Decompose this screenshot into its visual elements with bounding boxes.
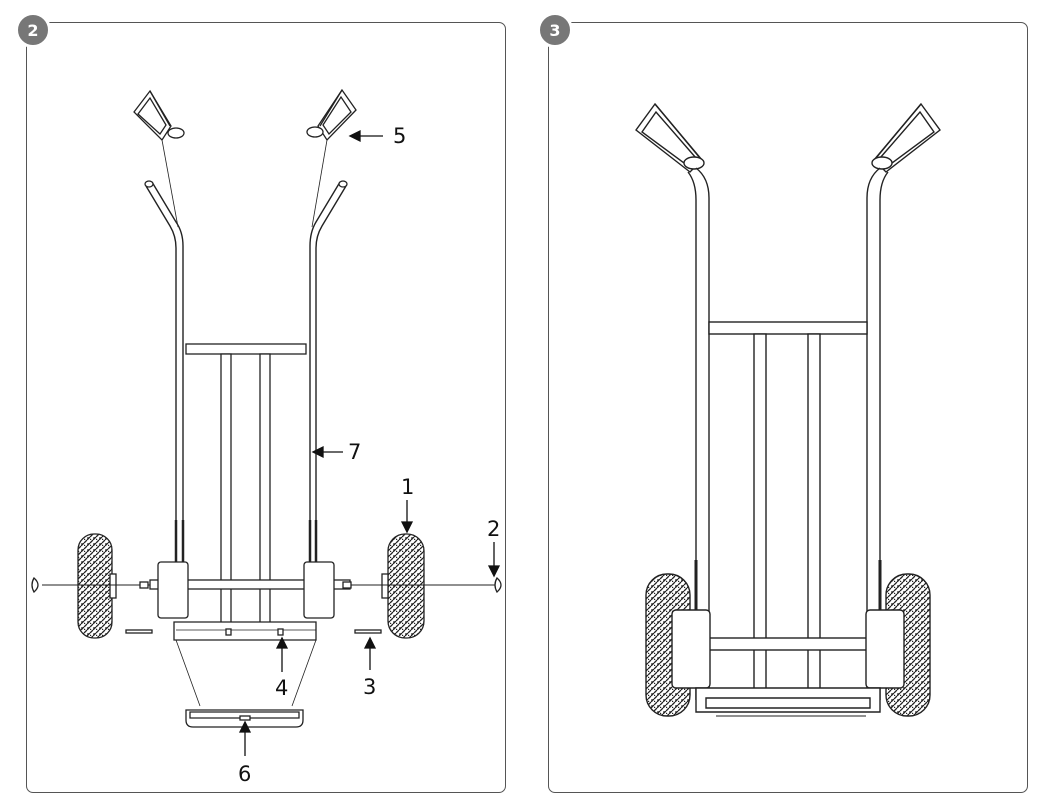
toe-plate [185, 709, 304, 728]
callout-6-label: 6 [238, 762, 251, 786]
step-2-callout-arrows [238, 129, 501, 756]
step-3-assembled-trolley [635, 102, 941, 717]
step-2-callout-labels: 5 7 1 2 3 4 6 [238, 124, 500, 786]
step-2-exploded-trolley [31, 88, 502, 728]
step-2-badge: 2 [15, 12, 51, 48]
assembled-right-grip [871, 102, 941, 173]
right-wheel [381, 533, 425, 639]
frame [144, 180, 351, 707]
callout-2-label: 2 [487, 517, 500, 541]
callout-7-label: 7 [348, 440, 361, 464]
callout-3-label: 3 [363, 675, 376, 699]
left-handle-grip [133, 89, 185, 142]
callout-5-label: 5 [393, 124, 406, 148]
left-wheel [77, 533, 117, 639]
callout-1-label: 1 [401, 475, 414, 499]
right-handle-grip [306, 88, 357, 142]
step-3-panel [548, 22, 1028, 793]
assembled-left-grip [635, 102, 705, 173]
callout-4-label: 4 [275, 676, 288, 700]
step-3-badge: 3 [537, 12, 573, 48]
